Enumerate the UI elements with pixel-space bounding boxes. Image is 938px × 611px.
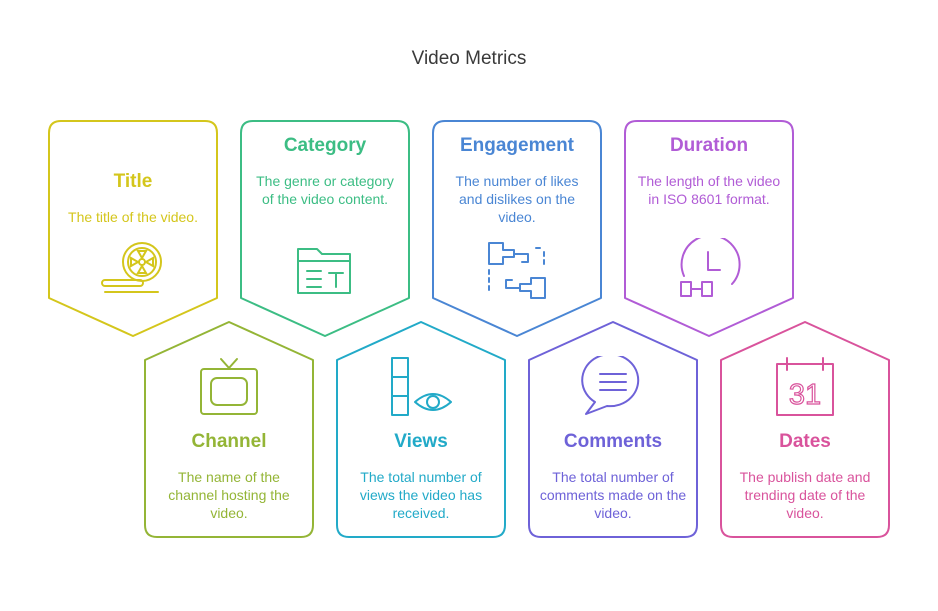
calendar-icon: 31 xyxy=(776,357,834,416)
card-title-duration: Duration xyxy=(669,135,749,156)
card-shape-engagement xyxy=(432,120,602,337)
card-desc-duration: The length of the video in ISO 8601 form… xyxy=(637,173,781,207)
card-title-title: Title xyxy=(113,171,153,192)
card-desc-views: The total number of views the video has … xyxy=(359,469,483,521)
card-desc-engagement: The number of likes and dislikes on the … xyxy=(455,173,579,225)
card-desc-category: The genre or category of the video conte… xyxy=(256,173,394,207)
card-shape-title xyxy=(48,120,218,337)
card-shape-category xyxy=(240,120,410,337)
card-title-engagement: Engagement xyxy=(459,135,575,156)
film-reel-icon xyxy=(101,242,162,293)
svg-text:31: 31 xyxy=(789,379,821,411)
page-title: Video Metrics xyxy=(411,48,527,69)
card-shape-dates xyxy=(720,321,890,538)
card-title-comments: Comments xyxy=(563,431,663,452)
card-title-channel: Channel xyxy=(191,431,267,452)
clock-icon xyxy=(680,238,741,297)
card-shape-channel xyxy=(144,321,314,538)
card-shape-comments xyxy=(528,321,698,538)
card-desc-channel: The name of the channel hosting the vide… xyxy=(168,469,290,521)
tv-icon xyxy=(200,358,258,415)
connector-icon xyxy=(488,242,546,299)
card-title-category: Category xyxy=(283,135,367,156)
folder-text-icon xyxy=(297,248,351,294)
card-desc-comments: The total number of comments made on the… xyxy=(539,469,687,521)
card-shape-views xyxy=(336,321,506,538)
card-shape-duration xyxy=(624,120,794,337)
card-desc-title: The title of the video. xyxy=(68,209,198,225)
card-desc-dates: The publish date and trending date of th… xyxy=(739,469,871,521)
card-title-views: Views xyxy=(394,431,448,452)
eye-bar-icon xyxy=(391,357,452,416)
chat-bubble-icon xyxy=(581,356,640,415)
card-title-dates: Dates xyxy=(779,431,831,452)
